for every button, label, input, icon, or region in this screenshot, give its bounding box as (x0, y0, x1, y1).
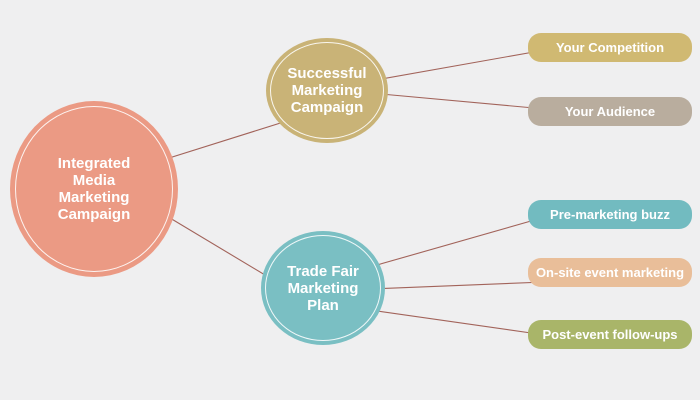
node-integrated-media-marketing-campaign[interactable]: Integrated Media Marketing Campaign (10, 101, 178, 277)
node-label: Post-event follow-ups (542, 327, 678, 342)
connector-root-to-successful (149, 119, 291, 165)
node-trade-fair-marketing-plan[interactable]: Trade Fair Marketing Plan (261, 231, 385, 345)
node-label: Successful Marketing Campaign (287, 65, 367, 116)
node-label: Pre-marketing buzz (550, 207, 670, 222)
node-your-competition[interactable]: Your Competition (528, 33, 692, 62)
node-label: Your Competition (555, 40, 665, 55)
node-post-event-follow-ups[interactable]: Post-event follow-ups (528, 320, 692, 349)
node-label: Your Audience (564, 104, 656, 119)
node-pre-marketing-buzz[interactable]: Pre-marketing buzz (528, 200, 692, 229)
node-on-site-event-marketing[interactable]: On-site event marketing (528, 258, 692, 287)
connector-successful-to-audience (369, 92, 546, 110)
connector-tradefair-to-postevent (369, 309, 546, 336)
node-label: Trade Fair Marketing Plan (287, 262, 359, 314)
connector-successful-to-competition (369, 49, 546, 82)
node-label: On-site event marketing (535, 265, 685, 280)
connector-tradefair-to-buzz (369, 216, 546, 268)
node-label: Integrated Media Marketing Campaign (57, 155, 131, 223)
node-successful-marketing-campaign[interactable]: Successful Marketing Campaign (266, 38, 388, 143)
node-your-audience[interactable]: Your Audience (528, 97, 692, 126)
connector-tradefair-to-onsite (369, 281, 546, 290)
